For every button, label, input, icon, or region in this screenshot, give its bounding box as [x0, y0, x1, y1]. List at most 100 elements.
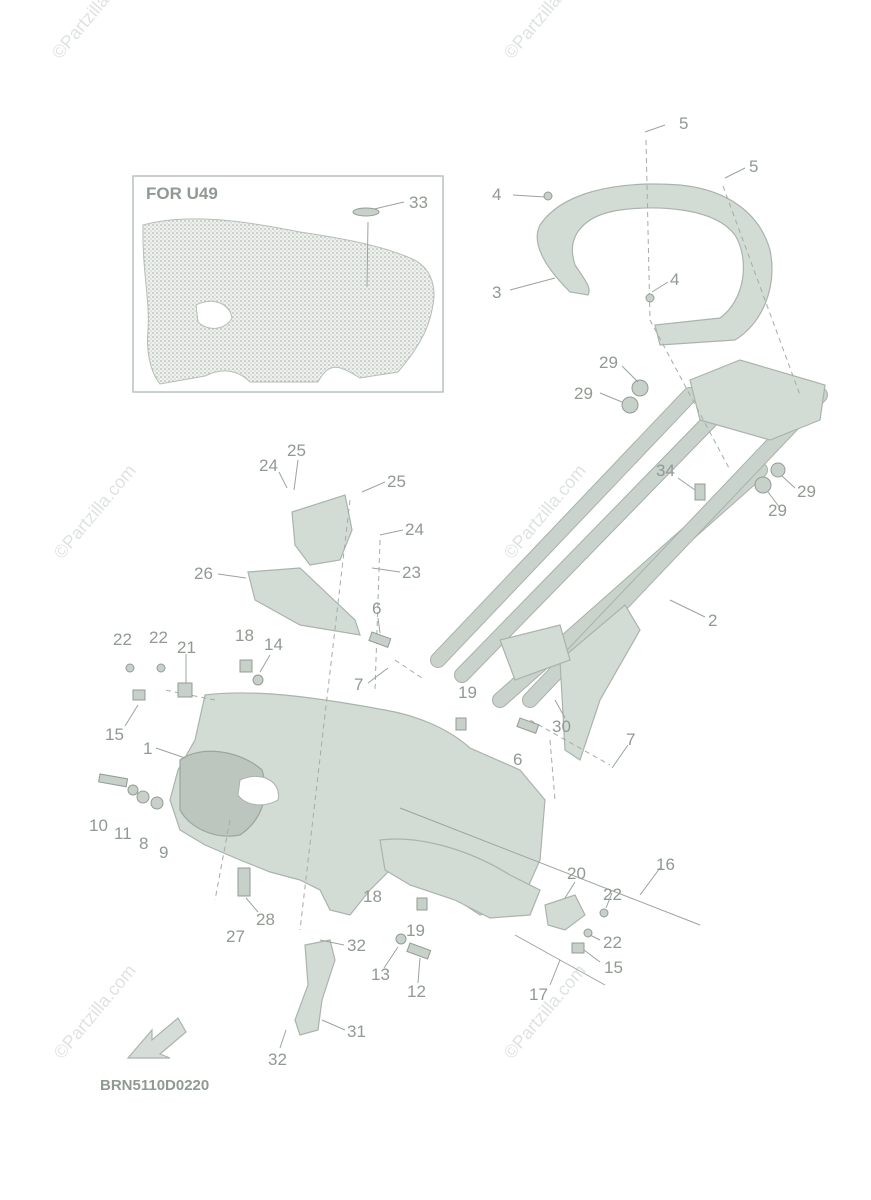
callout-6-a: 6 — [372, 599, 381, 618]
callout-5-b: 5 — [749, 157, 758, 176]
leader-14 — [259, 654, 271, 673]
part-33-grommet — [352, 207, 380, 217]
bracket-plate — [291, 494, 353, 566]
callout-18-b: 18 — [363, 887, 382, 906]
nut-22-a — [125, 663, 135, 673]
subframe-tube-upper-right-fill — [455, 383, 747, 682]
leader-7a — [367, 667, 389, 684]
callout-29-c: 29 — [797, 482, 816, 501]
callout-10: 10 — [89, 816, 108, 835]
leader-13 — [383, 946, 399, 969]
grab-bar — [536, 183, 773, 346]
assembly-lines — [164, 139, 801, 931]
watermark-bottom-left: ©Partzilla.com — [50, 961, 140, 1063]
diagram-code: BRN5110D0220 — [100, 1077, 209, 1094]
assembly-line-2 — [722, 185, 801, 396]
callout-27: 27 — [226, 927, 245, 946]
leader-24a — [278, 471, 288, 489]
callout-29-b: 29 — [574, 384, 593, 403]
callout-2: 2 — [708, 611, 717, 630]
callout-33: 33 — [409, 193, 428, 212]
callout-4-b: 4 — [670, 270, 679, 289]
washer-11 — [127, 784, 139, 796]
assembly-line-3 — [299, 499, 351, 931]
callout-20: 20 — [567, 864, 586, 883]
inset-frame-part — [142, 218, 435, 385]
leader-15a — [124, 704, 139, 727]
frame-rear-section — [379, 838, 541, 919]
callout-17: 17 — [529, 985, 548, 1004]
callout-31: 31 — [347, 1022, 366, 1041]
callout-12: 12 — [407, 982, 426, 1001]
leader-28 — [245, 897, 259, 913]
part-26-bracket — [247, 567, 361, 636]
leader-20 — [564, 881, 576, 899]
inset-cutout — [195, 300, 233, 329]
leader-5b — [724, 167, 746, 179]
frame-side-panel — [179, 750, 266, 837]
leader-22c — [605, 892, 613, 909]
subframe-cross-member — [499, 624, 571, 681]
callout-11: 11 — [114, 824, 132, 843]
callout-5-a: 5 — [679, 114, 688, 133]
part-16-bolt — [399, 807, 701, 926]
callout-23: 23 — [402, 563, 421, 582]
collar-8 — [136, 790, 150, 804]
leader-29a — [621, 365, 639, 383]
frame-cutout — [237, 775, 279, 806]
callout-25-b: 25 — [387, 472, 406, 491]
callout-22-d: 22 — [603, 933, 622, 952]
leader-26 — [217, 573, 247, 579]
nut-29-c — [770, 462, 786, 478]
bolt-15-a — [132, 689, 146, 701]
leader-34 — [677, 477, 696, 491]
part-31-bracket — [294, 939, 336, 1036]
leader-22d — [589, 934, 601, 941]
leader-23 — [371, 567, 401, 573]
subframe-bracket — [559, 604, 641, 761]
leader-16 — [639, 867, 661, 896]
callout-6-b: 6 — [513, 750, 522, 769]
collar-6-b — [516, 717, 540, 734]
callout-30: 30 — [552, 717, 571, 736]
leader-24b — [379, 529, 404, 536]
subframe-tube-upper-left-fill — [431, 388, 697, 667]
nut-29-a — [631, 379, 649, 397]
bolt-head-4-a — [543, 191, 553, 201]
callout-24-a: 24 — [259, 456, 278, 475]
callout-13: 13 — [371, 965, 390, 984]
inset-frame — [132, 175, 444, 393]
callout-29-a: 29 — [599, 353, 618, 372]
callout-22-a: 22 — [113, 630, 132, 649]
assembly-line-9 — [394, 659, 426, 681]
collar-18-a — [239, 659, 253, 673]
bolt-12 — [406, 942, 432, 960]
callout-15-b: 15 — [604, 958, 623, 977]
callout-32-b: 32 — [268, 1050, 287, 1069]
callout-34: 34 — [656, 461, 675, 480]
callout-9: 9 — [159, 843, 168, 862]
callout-7-b: 7 — [626, 730, 635, 749]
callout-3: 3 — [492, 283, 501, 302]
leader-25a — [293, 459, 299, 491]
callout-29-d: 29 — [768, 501, 787, 520]
leader-7b — [611, 744, 629, 769]
nut-29-b — [621, 396, 639, 414]
collar-28 — [237, 867, 251, 897]
leader-4a — [512, 194, 546, 198]
leader-25b — [361, 481, 386, 493]
callout-24-b: 24 — [405, 520, 424, 539]
bolt-10 — [98, 773, 129, 788]
leader-12 — [417, 957, 421, 984]
watermark-top-right: ©Partzilla.com — [500, 0, 590, 63]
part-3-grab-bar — [536, 183, 773, 346]
rear-subframe — [430, 359, 828, 761]
bolt-head-4-b — [645, 293, 655, 303]
part-20-bracket — [544, 894, 586, 931]
leader-3 — [509, 277, 556, 291]
collar-19-b — [416, 897, 428, 911]
leader-30 — [554, 699, 566, 719]
callouts: 5 5 4 33 3 4 29 29 34 29 29 25 24 25 24 … — [89, 114, 816, 1069]
leader-6a — [377, 617, 381, 634]
assembly-line-6 — [214, 819, 231, 901]
